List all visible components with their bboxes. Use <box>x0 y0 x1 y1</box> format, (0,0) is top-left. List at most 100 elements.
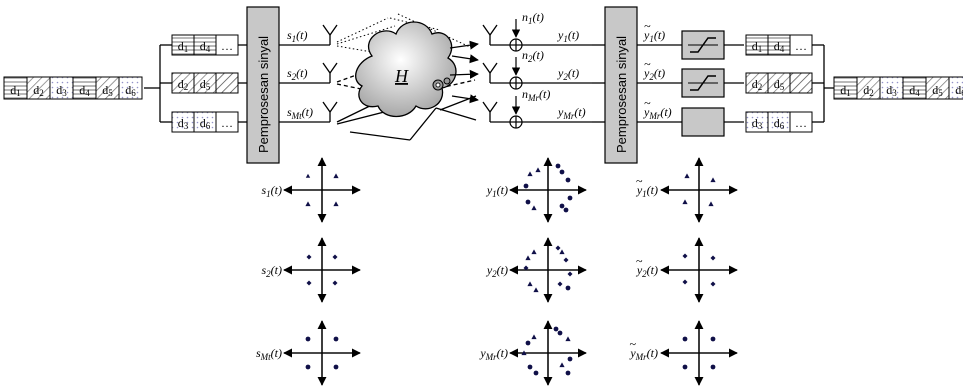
output-cell-strip-cell-1: d2 <box>863 83 874 98</box>
tx-branch-2-cell-1: d5 <box>200 77 211 92</box>
rx-filtered-label-2-tilde: ~ <box>644 57 651 71</box>
tx-branch-3-cell-1: d6 <box>200 116 211 131</box>
rx-branch-1-cell-1: d4 <box>774 39 785 54</box>
tx-branch-1-cell-2: … <box>221 39 233 53</box>
decision-block-1 <box>681 30 725 60</box>
tx-branch-3-cell-0: d3 <box>178 116 189 131</box>
tx-branch-3-cell-2: … <box>221 116 233 130</box>
rx-constellation-label-1: y1(t) <box>486 183 508 199</box>
decision-block-2 <box>681 68 725 98</box>
rx-filtered-label-1: y1(t) <box>643 28 665 44</box>
tx-branch-3: d3 d6 … <box>171 111 239 133</box>
rx-constellation-3 <box>509 320 587 386</box>
tx-signal-processing-block: Pemprosesan sinyal <box>246 6 280 164</box>
adder-2 <box>509 76 523 90</box>
input-cell-strip: d1 d2 d3 d4 d5 d6 <box>3 76 143 100</box>
input-cell-strip-cell-2: d3 <box>56 83 67 98</box>
tx-signal-label-3: sMt(t) <box>287 105 313 121</box>
output-stream: d1 d2 d3 d4 d5 d6 <box>833 76 963 100</box>
rx-antenna-2 <box>482 62 498 83</box>
tx-wires <box>238 44 247 123</box>
tx-branch-2-cell-0: d2 <box>178 77 189 92</box>
tx-branch-1: d1 d4 … <box>171 34 239 56</box>
output-cell-strip: d1 d2 d3 d4 d5 d6 <box>833 76 963 100</box>
tx-branch-2: d2 d5 <box>171 72 239 94</box>
tx-constellation-label-1: s1(t) <box>262 183 283 199</box>
channel-label: H <box>394 66 409 86</box>
rx-constellation-1 <box>509 157 587 223</box>
input-cell-strip-cell-5: d6 <box>125 83 136 98</box>
rx-filtered-label-2: y2(t) <box>643 66 665 82</box>
input-stream: d1 d2 d3 d4 d5 d6 <box>3 76 160 100</box>
noise-label-2: n2(t) <box>522 48 544 64</box>
eq-constellation-label-3: yMr(t) <box>629 346 658 362</box>
noise-label-3: nMr(t) <box>522 87 550 103</box>
tx-signal-label-1: s1(t) <box>287 28 308 44</box>
tx-antenna-1 <box>322 24 338 45</box>
tx-antenna-2 <box>322 62 338 83</box>
rx-constellation-2 <box>509 237 587 303</box>
channel-dotted-paths <box>336 13 471 53</box>
tx-demux <box>159 44 172 123</box>
decision-blocks <box>681 30 725 137</box>
tx-constellation-2 <box>283 237 361 303</box>
eq-constellation-label-2-tilde: ~ <box>636 254 643 268</box>
tx-constellation-label-2: s2(t) <box>262 263 283 279</box>
rx-branch-2-cell-0: d2 <box>752 77 763 92</box>
input-cell-strip-cell-4: d5 <box>102 83 113 98</box>
tx-processing-label: Pemprosesan sinyal <box>256 36 271 153</box>
channel: H <box>336 13 479 141</box>
rx-wires <box>637 44 744 123</box>
eq-constellation-label-2: y2(t) <box>636 263 658 279</box>
rx-antenna-3 <box>482 101 498 122</box>
rx-branch-3: d3 d6 … <box>745 111 813 133</box>
rx-branch-3-cell-1: d6 <box>774 116 785 131</box>
channel-blob-2 <box>443 77 451 85</box>
rx-filtered-label-1-tilde: ~ <box>644 19 651 33</box>
rx-branch-2-cell-1: d5 <box>774 77 785 92</box>
eq-constellation-1 <box>660 157 738 223</box>
eq-constellation-2 <box>660 237 738 303</box>
rx-branch-1: d1 d4 … <box>745 34 813 56</box>
eq-constellation-label-1-tilde: ~ <box>636 174 643 188</box>
adder-1 <box>509 38 523 52</box>
rx-constellation-label-2: y2(t) <box>486 263 508 279</box>
output-cell-strip-cell-0: d1 <box>840 83 851 98</box>
rx-signal-label-2: y2(t) <box>557 66 579 82</box>
rx-signal-label-3: yMr(t) <box>557 105 586 121</box>
output-cell-strip-cell-5: d6 <box>955 83 963 98</box>
decision-block-3 <box>681 107 725 137</box>
rx-branch-2: d2 d5 <box>745 72 813 94</box>
noise-label-1: n1(t) <box>522 10 544 26</box>
rx-mux <box>812 44 834 123</box>
rx-branch-1-cell-0: d1 <box>752 39 763 54</box>
input-cell-strip-cell-1: d2 <box>33 83 44 98</box>
rx-filtered-label-3: yMr(t) <box>643 105 672 121</box>
rx-processing-label: Pemprosesan sinyal <box>614 36 629 153</box>
output-cell-strip-cell-4: d5 <box>932 83 943 98</box>
tx-constellation-3 <box>283 320 361 386</box>
tx-constellation-1 <box>283 157 361 223</box>
input-cell-strip-cell-3: d4 <box>79 83 90 98</box>
adder-3 <box>509 115 523 129</box>
rx-branch-3-cell-0: d3 <box>752 116 763 131</box>
rx-signal-label-1: y1(t) <box>557 28 579 44</box>
rx-signal-processing-block: Pemprosesan sinyal <box>604 6 638 164</box>
tx-constellation-label-3: sMt(t) <box>256 346 282 362</box>
tx-antenna-3 <box>322 101 338 122</box>
rx-branch-1-cell-2: … <box>795 39 807 53</box>
eq-constellation-label-1: y1(t) <box>636 183 658 199</box>
rx-branch-3-cell-2: … <box>795 116 807 130</box>
eq-constellation-3 <box>660 320 738 386</box>
rx-filtered-label-3-tilde: ~ <box>644 96 651 110</box>
tx-signal-label-2: s2(t) <box>287 66 308 82</box>
tx-branch-1-cell-1: d4 <box>200 39 211 54</box>
rx-antenna-1 <box>482 24 498 45</box>
output-cell-strip-cell-3: d4 <box>909 83 920 98</box>
eq-constellation-label-3-tilde: ~ <box>629 337 636 351</box>
output-cell-strip-cell-2: d3 <box>886 83 897 98</box>
rx-to-proc-wires <box>592 44 605 123</box>
input-cell-strip-cell-0: d1 <box>10 83 21 98</box>
tx-branch-1-cell-0: d1 <box>178 39 189 54</box>
